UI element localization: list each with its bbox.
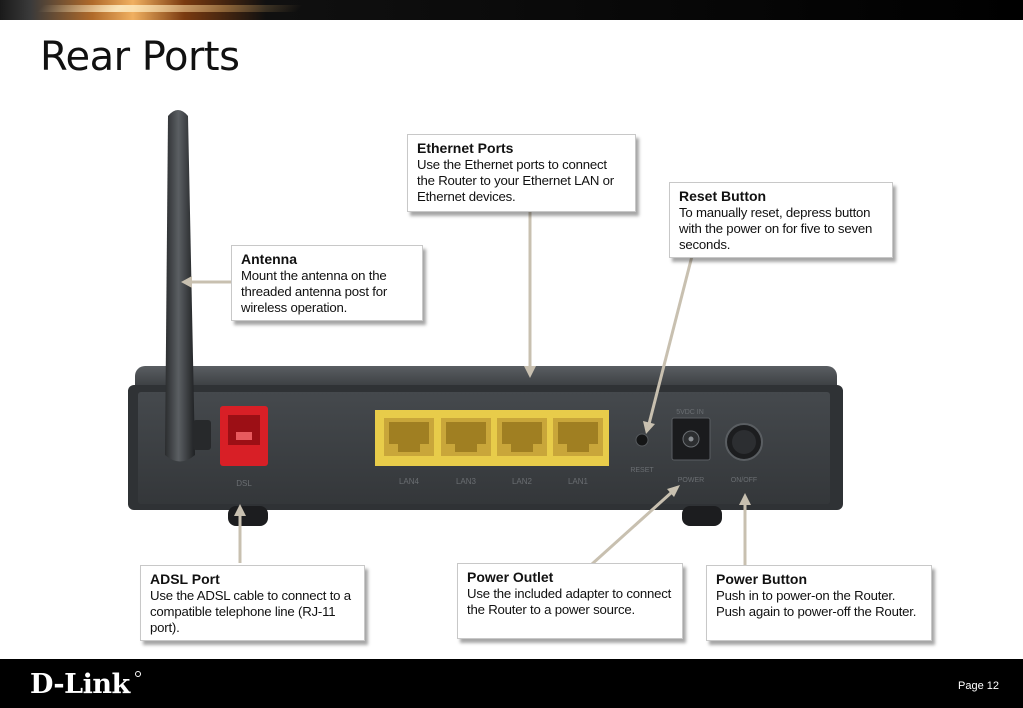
arrow-antenna <box>181 276 192 288</box>
lan-label: LAN4 <box>399 477 420 486</box>
page-number: Page 12 <box>958 680 999 692</box>
lan-port <box>384 418 434 456</box>
callout-title: Ethernet Ports <box>417 140 514 156</box>
footer-bar: D-Link Page 12 <box>0 659 1023 708</box>
registered-mark-icon <box>135 671 141 677</box>
power-jack <box>671 417 711 461</box>
arrow-power-button <box>739 493 751 505</box>
power-switch <box>725 423 763 461</box>
top-banner <box>0 0 1023 20</box>
arrow-power-outlet <box>667 485 680 497</box>
callout-antenna: Antenna Mount the antenna on the threade… <box>231 245 423 321</box>
arrow-reset <box>643 421 655 434</box>
callout-power-outlet: Power Outlet Use the included adapter to… <box>457 563 683 639</box>
callout-description: Use the Ethernet ports to connect the Ro… <box>417 157 614 204</box>
antenna <box>165 110 211 462</box>
lan-label: LAN3 <box>456 477 477 486</box>
callout-ethernet-ports: Ethernet Ports Use the Ethernet ports to… <box>407 134 636 212</box>
adsl-port <box>220 406 268 466</box>
callout-description: Use the ADSL cable to connect to a compa… <box>150 588 351 635</box>
adsl-port-socket <box>228 415 260 445</box>
leader-power-outlet <box>590 490 674 566</box>
arrow-adsl <box>234 504 246 516</box>
callout-power-button: Power Button Push in to power-on the Rou… <box>706 565 932 641</box>
callout-description: Mount the antenna on the threaded antenn… <box>241 268 388 315</box>
leader-lines <box>181 210 751 566</box>
callout-adsl-port: ADSL Port Use the ADSL cable to connect … <box>140 565 365 641</box>
router-diagram: DSL LAN4 LAN3 LAN2 LAN1 RESET 5VDC IN <box>128 110 843 566</box>
lan-label: LAN2 <box>512 477 533 486</box>
callout-description: Push in to power-on the Router. Push aga… <box>716 588 917 619</box>
lan-port <box>497 418 547 456</box>
callout-description: To manually reset, depress button with t… <box>679 205 873 252</box>
callout-title: Antenna <box>241 251 297 267</box>
lan-label: LAN1 <box>568 477 589 486</box>
callout-title: Power Button <box>716 571 807 587</box>
leader-reset <box>647 255 694 425</box>
callout-title: Reset Button <box>679 188 767 204</box>
onoff-label: ON/OFF <box>731 477 757 484</box>
reset-label: RESET <box>630 467 654 474</box>
antenna-rod <box>165 110 195 462</box>
ethernet-block <box>375 410 609 466</box>
power-label: POWER <box>678 477 704 484</box>
arrow-ethernet <box>524 366 536 378</box>
callout-title: Power Outlet <box>467 569 554 585</box>
reset-button-hole <box>635 433 649 447</box>
callout-title: ADSL Port <box>150 571 220 587</box>
dlink-logo: D-Link <box>30 669 130 700</box>
callout-description: Use the included adapter to connect the … <box>467 586 672 617</box>
dsl-label: DSL <box>236 479 252 488</box>
lan-port <box>553 418 603 456</box>
callout-reset-button: Reset Button To manually reset, depress … <box>669 182 893 258</box>
foot-right <box>682 506 722 526</box>
page-title: Rear Ports <box>40 34 240 80</box>
dc-label: 5VDC IN <box>676 409 704 416</box>
antenna-post <box>193 420 211 450</box>
lan-port <box>441 418 491 456</box>
